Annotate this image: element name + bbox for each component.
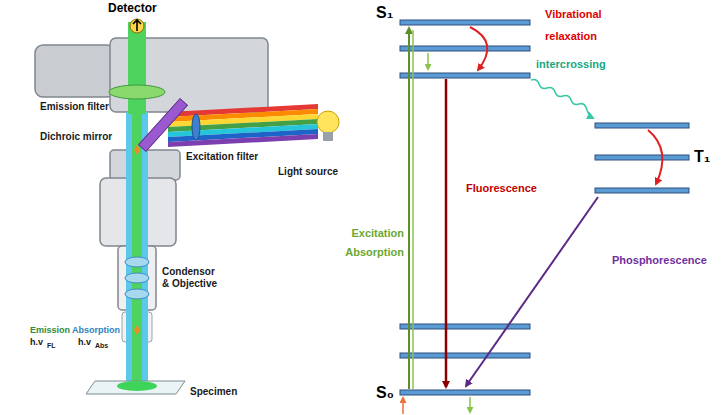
part-label: Condensor & Objective	[162, 266, 224, 289]
part-label: Detector	[108, 2, 157, 16]
part-label: Specimen	[190, 386, 237, 398]
dichroic-mirror	[139, 99, 188, 152]
fluorescence-arrow	[445, 79, 448, 387]
photon-mark	[134, 325, 140, 335]
intersystem-crossing-arrow	[531, 80, 593, 119]
energy-level	[400, 46, 530, 51]
relaxation-arrow	[648, 130, 662, 184]
excitation-arrow	[408, 28, 410, 389]
subscript: FL	[47, 342, 56, 350]
lens	[125, 257, 149, 267]
part-label: Dichroic mirror	[40, 131, 112, 143]
microscope-body	[35, 38, 268, 342]
energy-level	[400, 324, 530, 329]
excitation-arrow	[412, 30, 414, 389]
energy-level	[595, 155, 689, 160]
lamp-housing	[35, 45, 115, 97]
process-label: Fluorescence	[466, 182, 537, 195]
relaxation-arrow	[427, 53, 429, 69]
state-label: T₁	[694, 148, 710, 166]
detector-arrow	[133, 20, 141, 31]
process-label: Excitation Absorption	[338, 224, 404, 262]
light-bulb	[317, 111, 339, 141]
beam-strip	[168, 134, 318, 147]
emission-beam	[132, 112, 142, 384]
detector-icon	[130, 19, 144, 33]
energy-level	[400, 390, 530, 395]
lens	[125, 289, 149, 299]
photon-mark	[134, 145, 140, 155]
subscript: Abs	[95, 342, 108, 350]
light-beam	[168, 104, 318, 147]
state-label: S₀	[376, 384, 394, 402]
small-arrow	[469, 397, 471, 412]
lens	[125, 273, 149, 283]
process-label: Phosphorescence	[612, 254, 707, 267]
energy-level	[595, 188, 689, 193]
specimen-glow	[117, 381, 157, 391]
light-label: Absorption	[72, 325, 120, 335]
energy-levels	[400, 20, 689, 395]
energy-symbol: h.v	[30, 337, 43, 347]
relaxation-arrow	[470, 27, 487, 70]
energy-level	[595, 123, 689, 128]
emission-beam	[128, 22, 146, 114]
emission-filter	[109, 85, 165, 99]
part-label: Emission filter	[40, 101, 109, 113]
part-label: Light source	[278, 166, 338, 178]
light-label: Emission	[30, 325, 70, 335]
specimen-slide	[86, 381, 185, 394]
energy-level	[400, 20, 530, 25]
state-label: S₁	[376, 4, 393, 22]
energy-symbol: h.v	[78, 337, 91, 347]
excitation-beam	[126, 112, 148, 384]
process-label: intercrossing	[536, 58, 606, 71]
energy-level	[400, 73, 530, 78]
phosphorescence-arrow	[466, 197, 598, 386]
excitation-filter	[192, 114, 200, 140]
process-label: Vibrational relaxation	[545, 3, 621, 47]
small-arrow	[402, 398, 404, 414]
energy-level	[400, 353, 530, 358]
bulb-base	[323, 132, 333, 141]
bulb-glass	[317, 111, 339, 133]
part-label: Excitation filter	[186, 151, 258, 163]
